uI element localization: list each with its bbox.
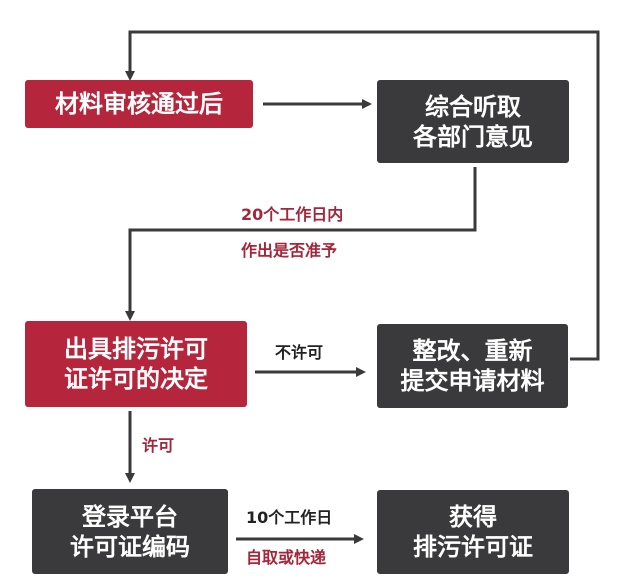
node-obtain-permit-line-1: 获得 [449, 503, 497, 531]
label-delivery-time: 10个工作日 [246, 508, 333, 527]
node-dept-opinions-line-2: 各部门意见 [413, 122, 533, 151]
node-obtain-permit: 获得 排污许可证 [377, 490, 569, 574]
node-register-code-line-1: 登录平台 [82, 502, 178, 531]
node-materials-approved-line-1: 材料审核通过后 [55, 90, 223, 118]
label-permitted: 许可 [142, 436, 175, 455]
arrow-opinions-to-decision [125, 167, 477, 321]
node-permit-decision-line-1: 出具排污许可 [64, 335, 208, 363]
node-dept-opinions: 综合听取 各部门意见 [377, 80, 569, 163]
node-register-code-line-2: 许可证编码 [70, 532, 190, 561]
node-rectify: 整改、重新 提交申请材料 [377, 324, 568, 408]
node-rectify-line-1: 整改、重新 [412, 337, 533, 365]
node-obtain-permit-line-2: 排污许可证 [413, 533, 533, 561]
label-not-permitted: 不许可 [275, 343, 324, 362]
label-delivery-method: 自取或快递 [246, 548, 327, 567]
node-materials-approved: 材料审核通过后 [25, 80, 253, 128]
node-rectify-line-2: 提交申请材料 [400, 367, 545, 395]
node-dept-opinions-line-1: 综合听取 [425, 92, 521, 121]
label-decision-time: 20个工作日内 [241, 205, 344, 224]
node-register-code: 登录平台 许可证编码 [32, 489, 228, 574]
label-decision-text: 作出是否准予 [241, 241, 338, 260]
node-permit-decision-line-2: 证许可的决定 [64, 365, 208, 393]
node-permit-decision: 出具排污许可 证许可的决定 [25, 321, 247, 407]
arrow-rectify-loop-back [125, 30, 600, 361]
